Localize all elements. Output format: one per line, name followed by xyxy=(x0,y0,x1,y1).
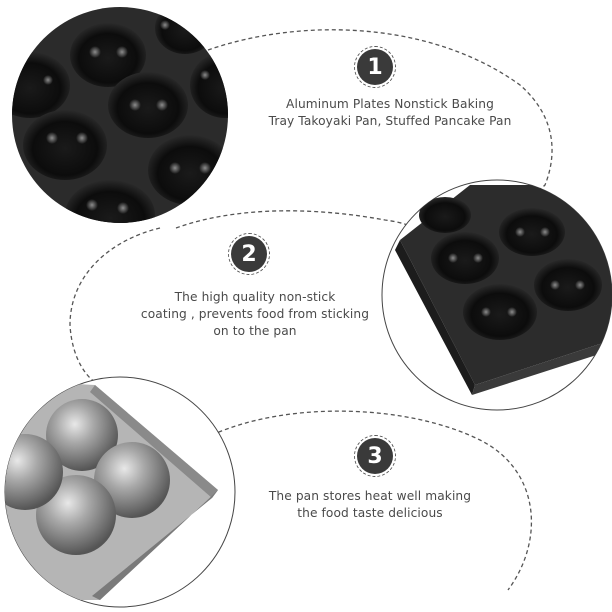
badge-ring-2 xyxy=(228,233,270,275)
caption-line: The high quality non-stick xyxy=(174,290,336,304)
number-badge-3: 3 xyxy=(357,438,393,474)
feature-3-caption: The pan stores heat well making the food… xyxy=(240,488,500,522)
pan-corner-image-2 xyxy=(381,179,612,411)
number-badge-1: 1 xyxy=(357,49,393,85)
caption-line: the food taste delicious xyxy=(297,506,443,520)
pan-closeup-image-1 xyxy=(12,7,228,223)
caption-line: Tray Takoyaki Pan, Stuffed Pancake Pan xyxy=(268,114,512,128)
badge-ring-3 xyxy=(354,435,396,477)
aluminum-pan-image-3 xyxy=(4,376,236,608)
feature-2-caption: The high quality non-stick coating , pre… xyxy=(120,289,390,340)
caption-line: Aluminum Plates Nonstick Baking xyxy=(286,97,494,111)
number-badge-2: 2 xyxy=(231,236,267,272)
badge-ring-1 xyxy=(354,46,396,88)
feature-1-caption: Aluminum Plates Nonstick Baking Tray Tak… xyxy=(240,96,540,130)
caption-line: coating , prevents food from sticking xyxy=(140,307,370,321)
caption-line: The pan stores heat well making xyxy=(268,489,472,503)
caption-line: on to the pan xyxy=(213,324,297,338)
